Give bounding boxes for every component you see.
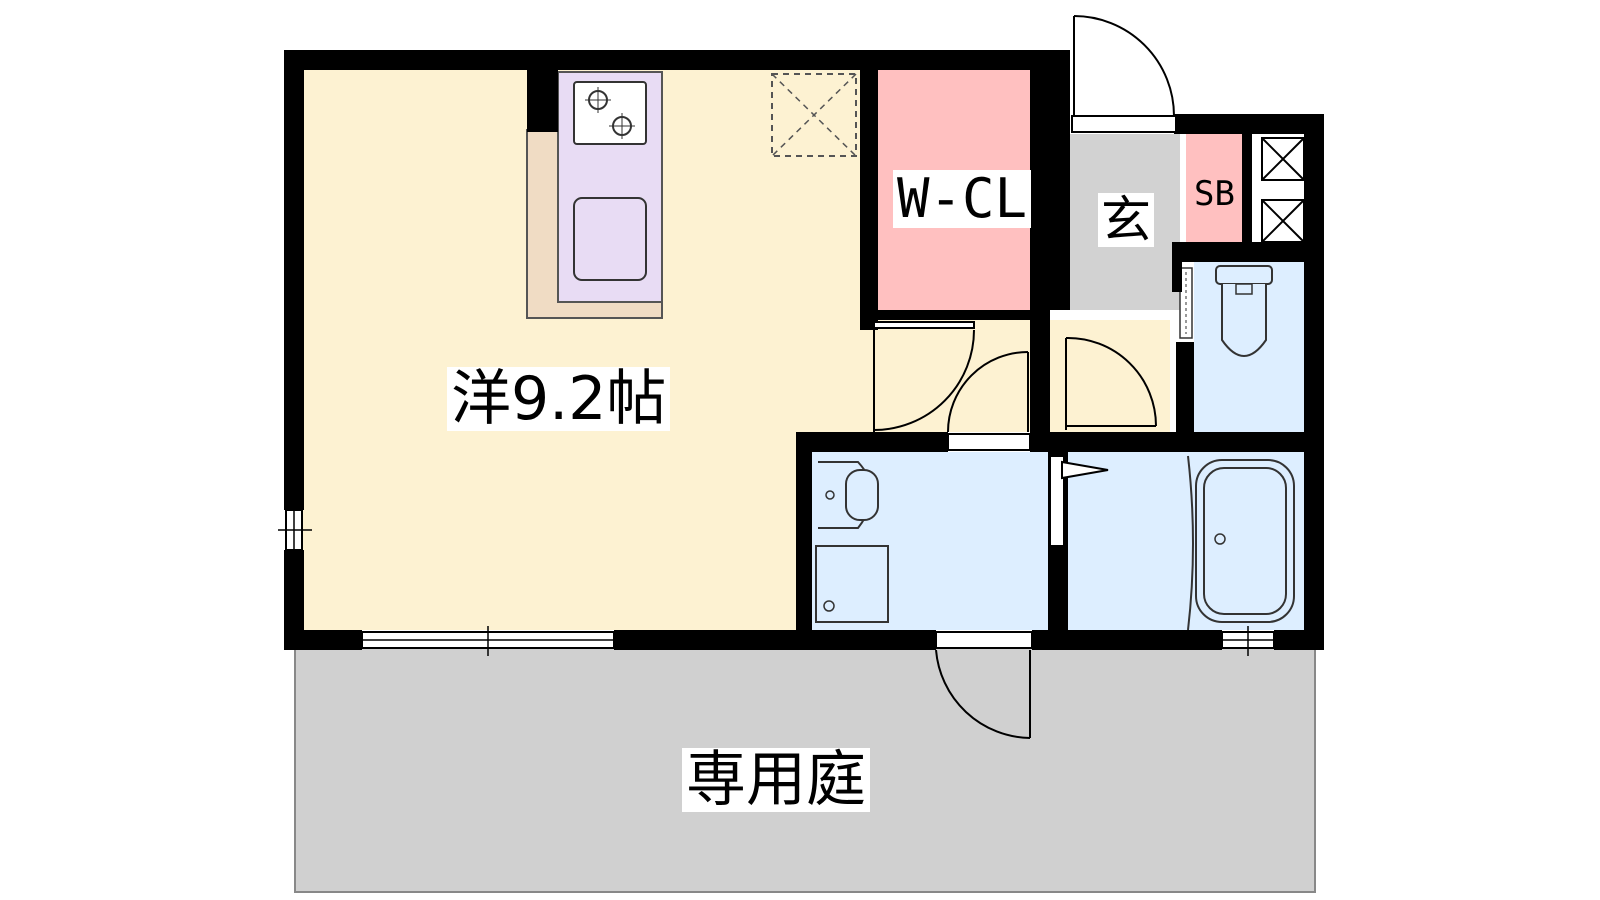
door-swing-icon [873, 15, 1175, 739]
window-icon [1179, 267, 1193, 339]
shoe-box-floor [1186, 134, 1242, 242]
storage-space-dashed [771, 73, 857, 157]
stove-icon [573, 81, 647, 145]
walls [284, 50, 1324, 650]
window-icon [278, 115, 1275, 656]
washbasin-icon [818, 461, 879, 529]
hall-floor [860, 320, 1170, 432]
entrance-label: 玄 [1098, 193, 1154, 247]
private-garden-label: 専用庭 [682, 748, 870, 812]
western-room-label: 洋9.2帖 [447, 367, 671, 431]
storage-cross-icon [1261, 137, 1305, 243]
toilet-icon [1215, 265, 1273, 357]
sink-icon [573, 197, 647, 281]
bathtub-icon [1187, 455, 1295, 631]
shoe-box-label: SB [1194, 174, 1235, 214]
walk-in-closet-label: W-CL [893, 170, 1032, 228]
washer-pan-icon [815, 545, 889, 623]
